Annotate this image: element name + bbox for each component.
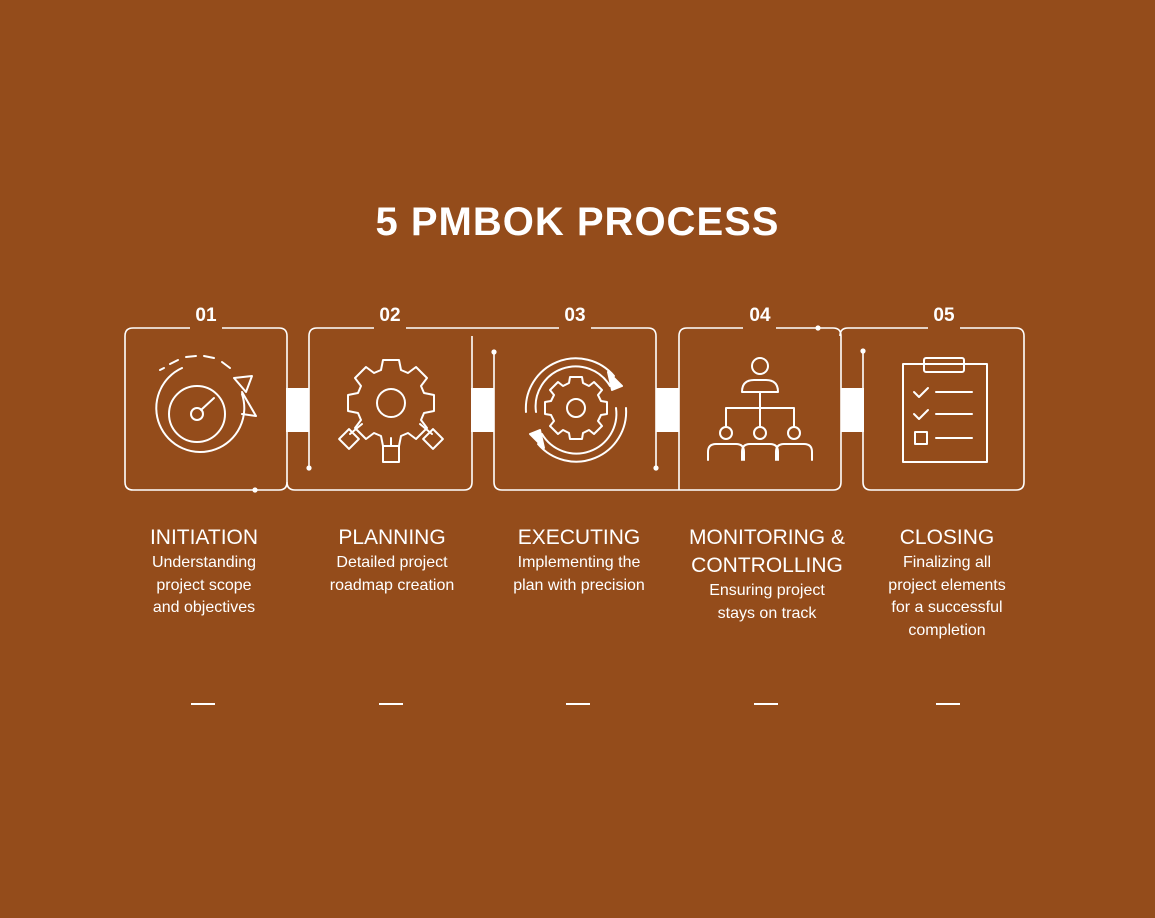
step-1: INITIATION Understanding project scope a… (104, 524, 304, 620)
step-title: CLOSING (899, 526, 995, 549)
step-title: EXECUTING (517, 526, 641, 549)
step-number-2: 02 (379, 305, 401, 326)
step-number-4: 04 (749, 305, 771, 326)
connector-block-2 (471, 388, 494, 432)
step-number-5: 05 (933, 305, 955, 326)
connector-block-4 (841, 388, 864, 432)
step-description: Finalizing all project elements for a su… (888, 554, 1006, 639)
step-description: Detailed project roadmap creation (329, 554, 455, 594)
step-title: INITIATION (149, 526, 259, 549)
divider-dash (936, 703, 960, 705)
connector-block-3 (656, 388, 679, 432)
frame-3 (472, 327, 679, 491)
step-2: PLANNING Detailed project roadmap creati… (292, 524, 492, 597)
step-number-1: 01 (195, 305, 217, 326)
divider-dash (566, 703, 590, 705)
step-title: PLANNING (338, 526, 446, 549)
target-cycle-icon (155, 355, 257, 454)
divider-dash (379, 703, 403, 705)
checklist-clipboard-icon (902, 357, 988, 463)
step-5: CLOSING Finalizing all project elements … (847, 524, 1047, 642)
divider-dash (191, 703, 215, 705)
gear-workflow-icon (338, 359, 444, 463)
connector-block-1 (286, 388, 309, 432)
frame-5 (839, 327, 1025, 491)
page-title: 5 PMBOK PROCESS (375, 200, 780, 244)
step-description: Understanding project scope and objectiv… (151, 554, 257, 616)
step-number-3: 03 (564, 305, 586, 326)
step-title: MONITORING & CONTROLLING (689, 526, 845, 577)
divider-dash (754, 703, 778, 705)
gear-cycle-icon (524, 357, 628, 463)
step-description: Implementing the plan with precision (513, 554, 645, 594)
frame-4 (678, 327, 842, 491)
frame-2 (286, 327, 473, 491)
step-4: MONITORING & CONTROLLING Ensuring projec… (667, 524, 867, 625)
frame-1 (124, 327, 288, 491)
team-hierarchy-icon (707, 357, 813, 461)
step-description: Ensuring project stays on track (709, 582, 825, 622)
step-3: EXECUTING Implementing the plan with pre… (479, 524, 679, 597)
